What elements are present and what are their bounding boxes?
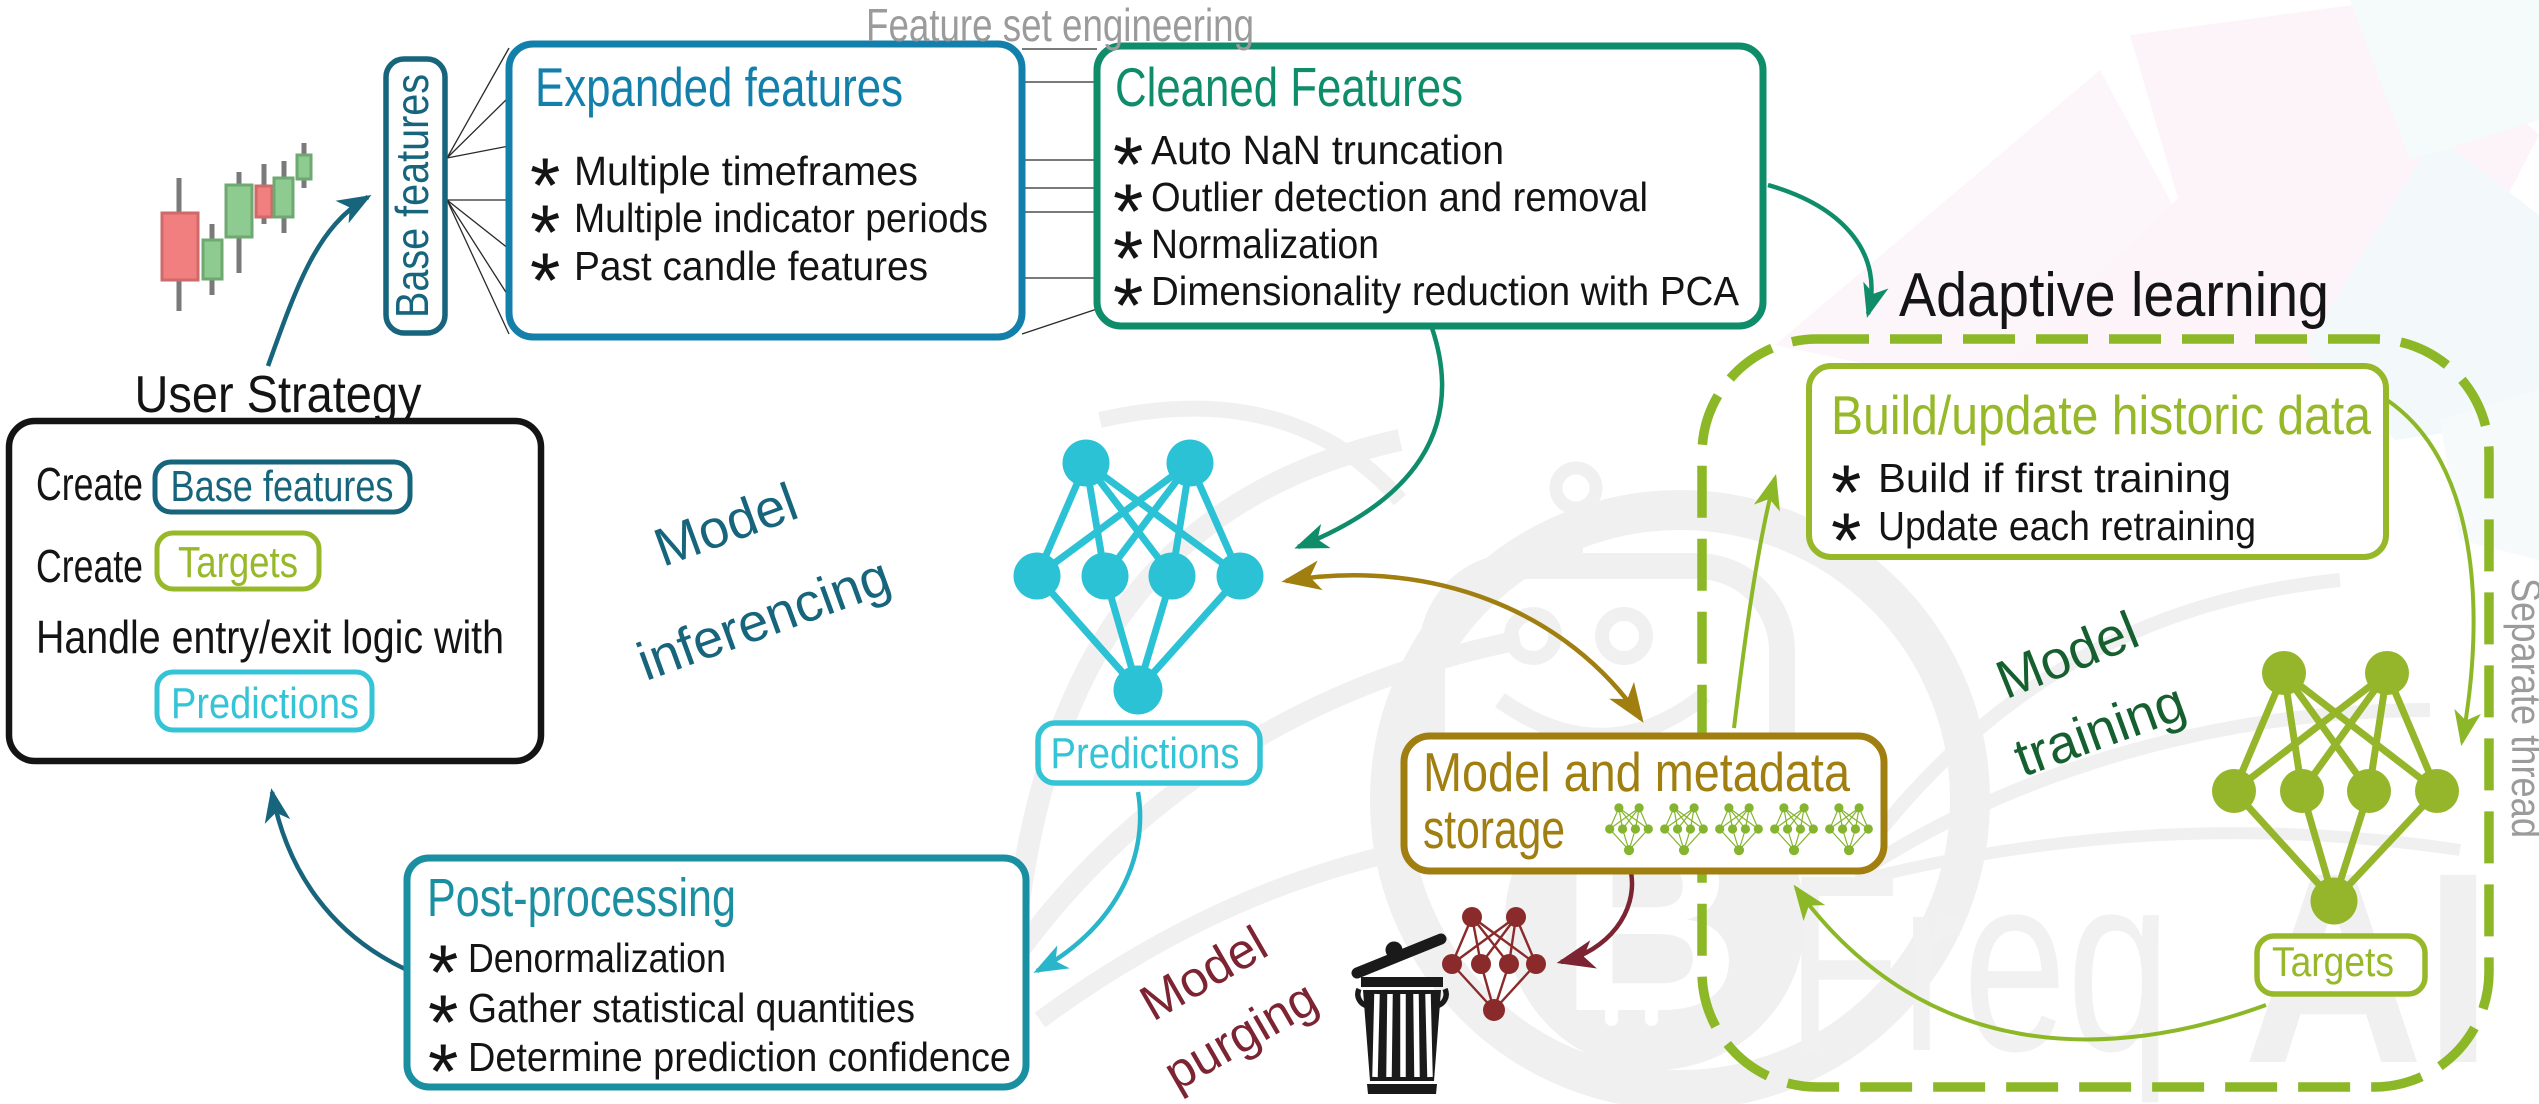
- svg-text:Predictions: Predictions: [171, 679, 359, 728]
- svg-text:Model: Model: [646, 472, 805, 579]
- svg-text:Build if first training: Build if first training: [1878, 455, 2231, 501]
- svg-text:Create: Create: [36, 458, 143, 510]
- svg-text:*: *: [1831, 496, 1861, 584]
- svg-text:*: *: [530, 141, 560, 229]
- svg-text:*: *: [1831, 448, 1861, 536]
- svg-text:Gather statistical quantities: Gather statistical quantities: [468, 985, 915, 1031]
- svg-text:Model and metadata: Model and metadata: [1423, 741, 1850, 803]
- svg-text:storage: storage: [1423, 798, 1565, 860]
- svg-text:*: *: [1113, 214, 1143, 302]
- svg-text:Base features: Base features: [171, 462, 394, 511]
- svg-text:Cleaned Features: Cleaned Features: [1115, 56, 1463, 118]
- svg-text:Adaptive learning: Adaptive learning: [1899, 261, 2329, 330]
- svg-text:*: *: [1113, 261, 1143, 349]
- svg-text:Build/update historic data: Build/update historic data: [1831, 384, 2371, 446]
- svg-text:*: *: [1113, 167, 1143, 255]
- svg-text:Normalization: Normalization: [1151, 221, 1379, 267]
- svg-text:Predictions: Predictions: [1051, 729, 1240, 778]
- svg-text:Update each retraining: Update each retraining: [1878, 503, 2256, 549]
- svg-text:Feature set engineering: Feature set engineering: [866, 0, 1254, 51]
- svg-text:Targets: Targets: [2272, 938, 2394, 985]
- svg-text:*: *: [428, 928, 458, 1016]
- svg-text:Denormalization: Denormalization: [468, 935, 726, 981]
- svg-text:Targets: Targets: [178, 538, 298, 587]
- svg-text:Base features: Base features: [386, 74, 438, 318]
- svg-text:Post-processing: Post-processing: [427, 868, 736, 928]
- svg-text:User Strategy: User Strategy: [135, 366, 422, 424]
- svg-text:Past candle features: Past candle features: [574, 243, 928, 289]
- svg-text:Multiple timeframes: Multiple timeframes: [574, 148, 918, 194]
- svg-text:*: *: [428, 978, 458, 1066]
- svg-text:*: *: [1113, 120, 1143, 208]
- svg-text:Outlier detection and removal: Outlier detection and removal: [1151, 174, 1648, 220]
- svg-text:*: *: [428, 1027, 458, 1104]
- svg-text:Separate thread: Separate thread: [2503, 578, 2539, 838]
- svg-text:*: *: [530, 188, 560, 276]
- svg-text:*: *: [530, 236, 560, 324]
- svg-text:Multiple indicator periods: Multiple indicator periods: [574, 195, 988, 241]
- svg-text:Expanded features: Expanded features: [535, 56, 903, 118]
- svg-text:Handle entry/exit logic with: Handle entry/exit logic with: [36, 611, 504, 663]
- svg-text:Determine prediction confidenc: Determine prediction confidence: [468, 1034, 1011, 1080]
- svg-text:Create: Create: [36, 540, 143, 592]
- svg-text:Dimensionality reduction with: Dimensionality reduction with PCA: [1151, 268, 1740, 314]
- svg-text:Auto NaN truncation: Auto NaN truncation: [1151, 127, 1504, 173]
